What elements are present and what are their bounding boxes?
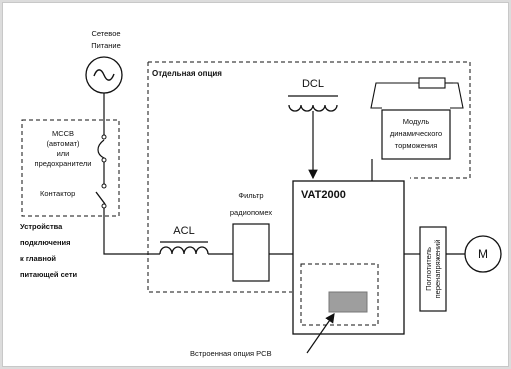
surge-absorber-box: [419, 226, 447, 312]
filter-label-2: радиопомех: [230, 208, 272, 217]
mains-devices-label-2: подключения: [20, 238, 71, 247]
brake-module-label-1: Модуль: [403, 117, 430, 126]
absorber-label-1: Поглотитель: [424, 247, 433, 291]
vat2000-label: VAT2000: [301, 189, 346, 201]
mccb-label-1: MCCB: [52, 129, 74, 138]
brake-module-box: [381, 109, 451, 160]
mccb-label-2: (автомат): [46, 139, 80, 148]
pcb-pointer-arrow: [306, 313, 335, 354]
pcb-option-label: Встроенная опция PCB: [190, 349, 272, 358]
motor-label: M: [478, 247, 488, 261]
dcl-label: DCL: [302, 78, 324, 90]
mains-devices-label-3: к главной: [20, 254, 56, 263]
brake-resistor-icon: [370, 77, 464, 109]
dcl-inductor-icon: [288, 95, 338, 112]
optional-box-left: [147, 62, 292, 293]
filter-label-1: Фильтр: [238, 191, 263, 200]
brake-module-label-2: динамического: [390, 129, 442, 138]
supply-label-2: Питание: [91, 41, 121, 50]
brake-module-label-3: торможения: [395, 141, 438, 150]
acl-inductor-icon: [159, 241, 209, 255]
optional-box-title: Отдельная опция: [152, 69, 222, 78]
pcb-card: [328, 291, 368, 313]
mains-devices-box: [21, 119, 120, 217]
mains-devices-label-1: Устройства: [20, 222, 63, 231]
wire: [103, 208, 160, 255]
contactor-label: Контактор: [40, 189, 75, 198]
mains-devices-label-4: питающей сети: [20, 270, 78, 279]
filter-box: [232, 223, 270, 282]
motor-icon: [464, 235, 502, 273]
contactor-icon: [95, 183, 107, 209]
absorber-label-2: перенапряжений: [433, 240, 442, 299]
mccb-label-3: или: [57, 149, 70, 158]
optional-box-top: [148, 61, 471, 179]
mccb-label-4: предохранители: [35, 159, 92, 168]
acl-label: ACL: [173, 225, 194, 237]
mccb-icon: [97, 134, 107, 163]
ac-source-icon: [85, 56, 123, 94]
supply-label-1: Сетевое: [91, 29, 120, 38]
pcb-option-box: [300, 263, 379, 326]
